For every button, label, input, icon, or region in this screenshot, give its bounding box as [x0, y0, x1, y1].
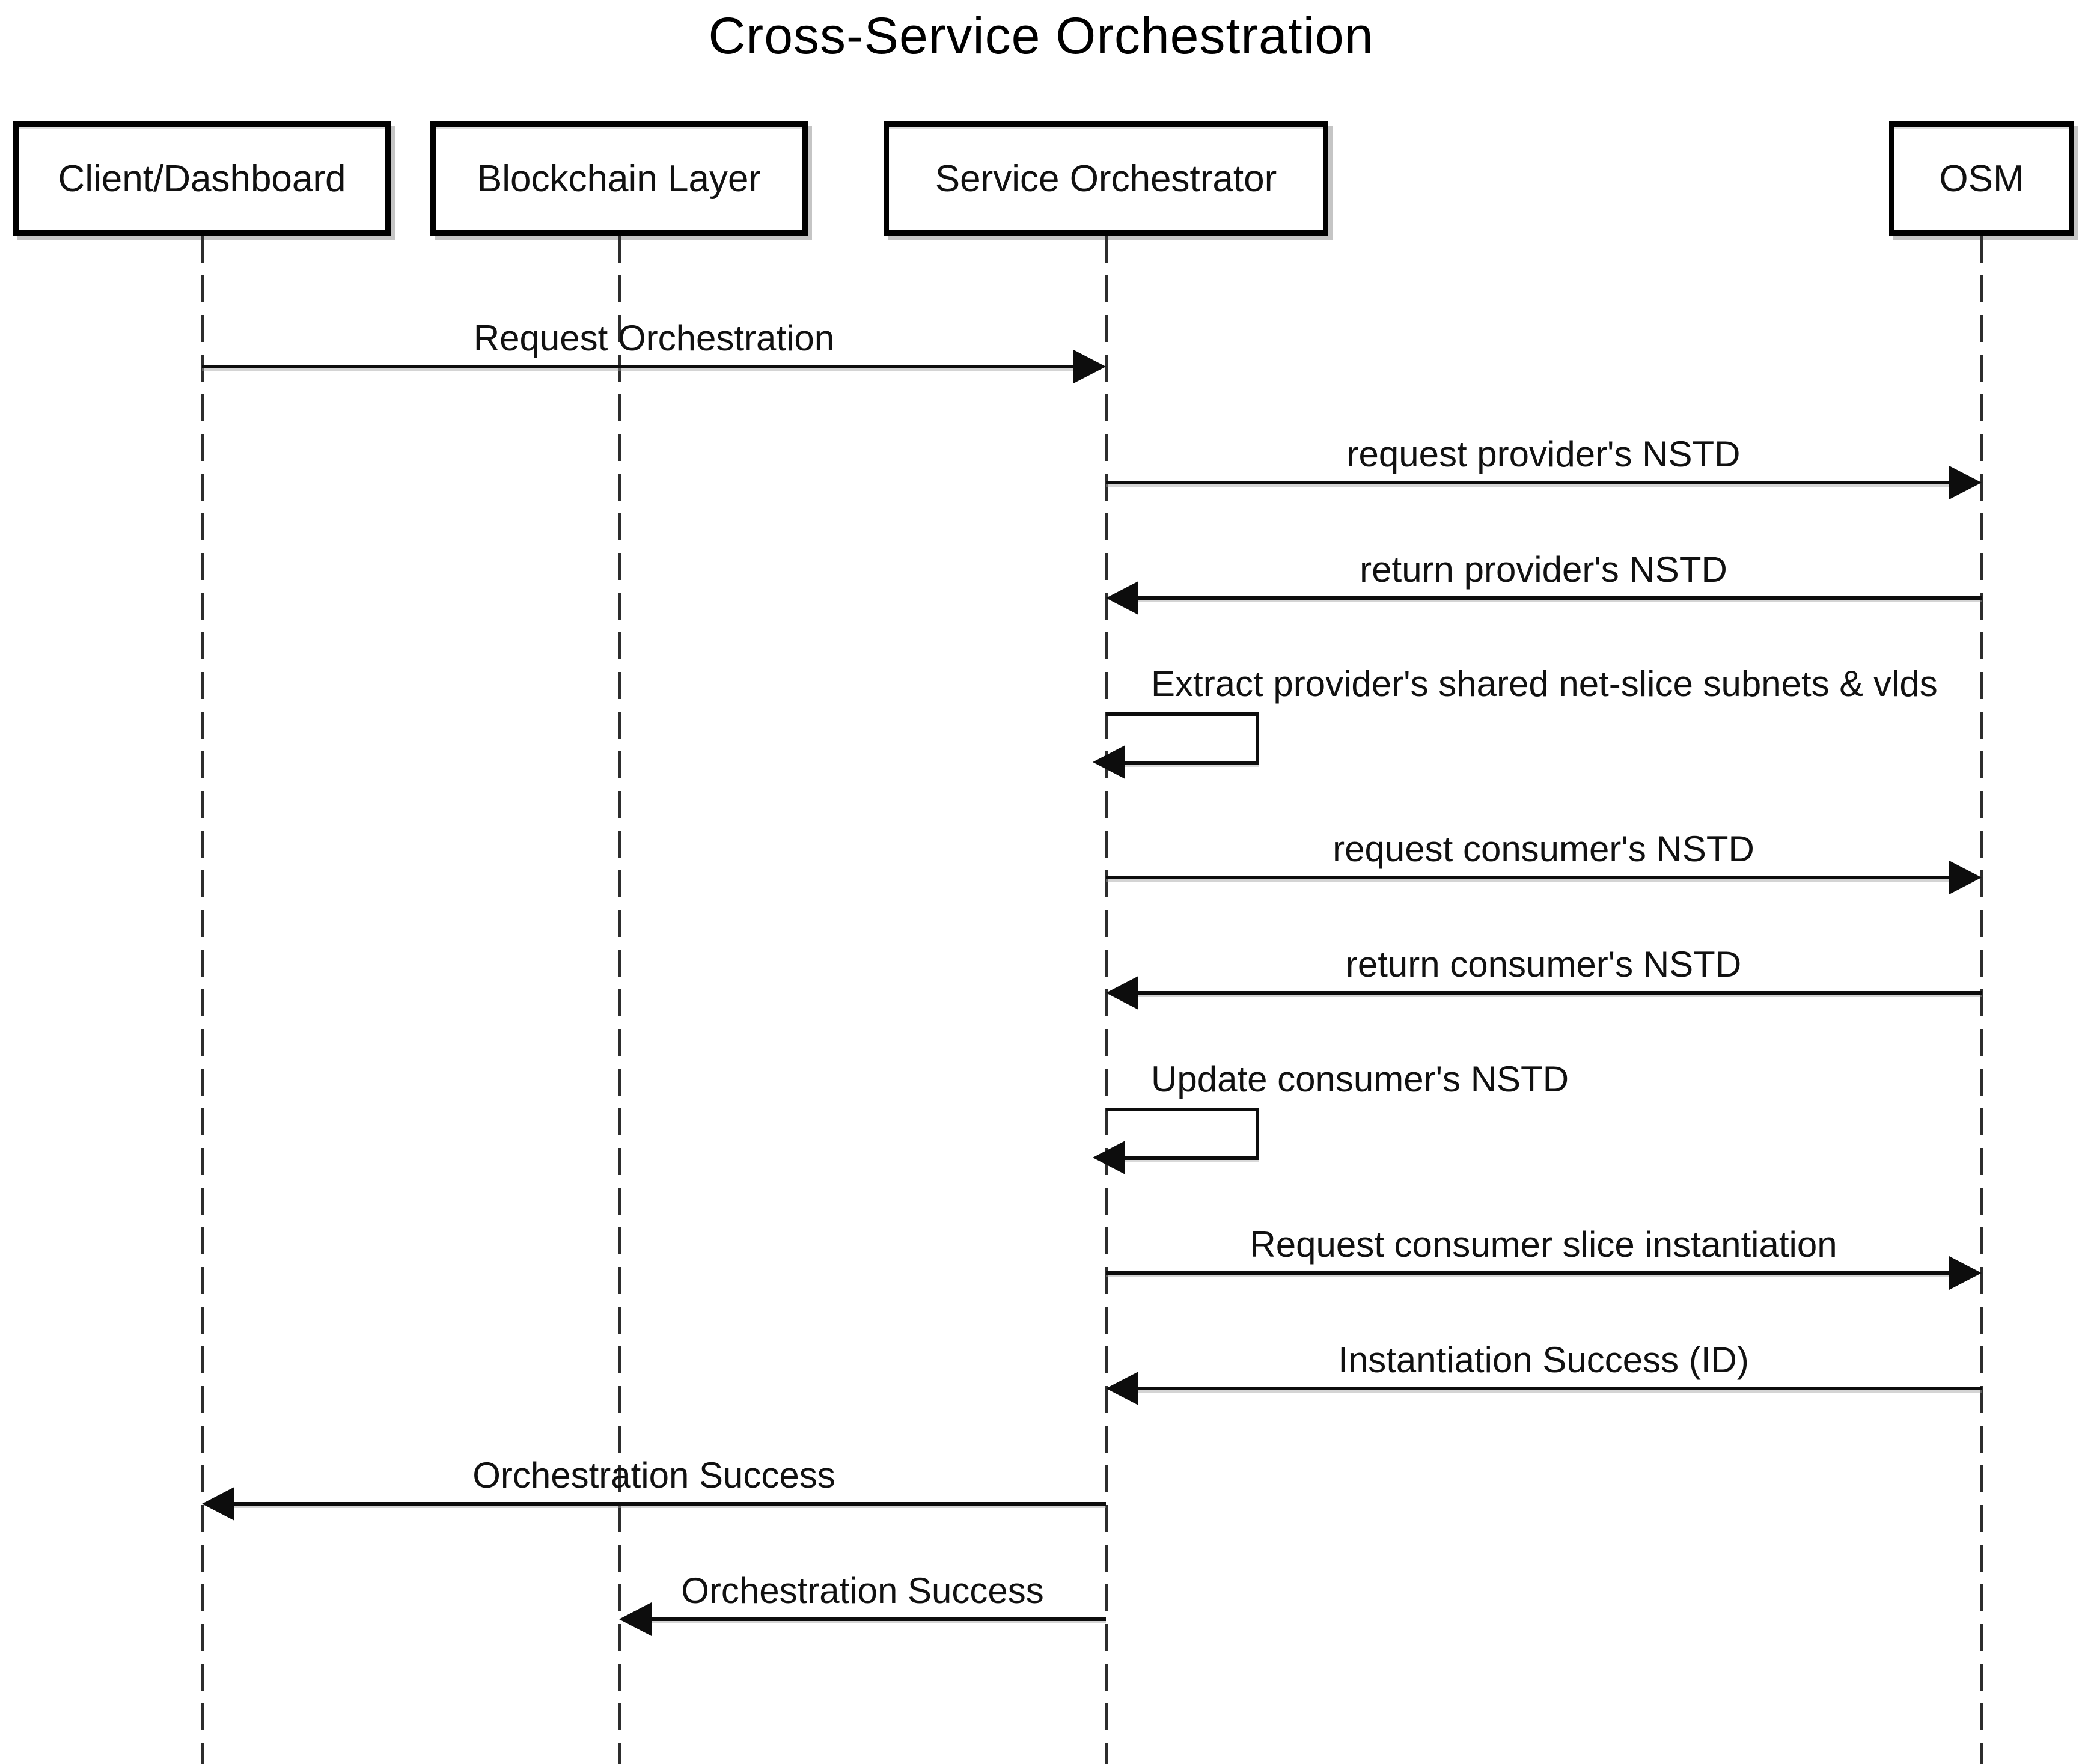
- participant-box-osm: OSM: [1889, 121, 2074, 236]
- arrowhead-left-icon: [619, 1602, 652, 1636]
- message-label: Extract provider's shared net-slice subn…: [1151, 664, 1938, 704]
- participant-box-blockchain-layer: Blockchain Layer: [430, 121, 808, 236]
- arrowhead-left-icon: [1093, 745, 1125, 779]
- arrowhead-left-icon: [202, 1487, 234, 1521]
- diagram-title: Cross-Service Orchestration: [708, 7, 1374, 65]
- arrowhead-left-icon: [1106, 581, 1138, 615]
- arrowhead-left-icon: [1106, 1372, 1138, 1405]
- message-line: [202, 365, 1075, 368]
- message-label: Orchestration Success: [472, 1455, 835, 1495]
- message-label: Orchestration Success: [681, 1570, 1044, 1611]
- message-line: [1137, 991, 1982, 995]
- arrowhead-left-icon: [1106, 976, 1138, 1010]
- message-label: return consumer's NSTD: [1345, 944, 1742, 984]
- message-line: [650, 1617, 1106, 1621]
- self-message-loop: [1106, 1108, 1259, 1160]
- message-line: [1106, 1271, 1949, 1275]
- lifeline-client-dashboard: [201, 236, 204, 1764]
- arrowhead-left-icon: [1093, 1141, 1125, 1174]
- participant-box-client-dashboard: Client/Dashboard: [13, 121, 391, 236]
- message-line: [1106, 876, 1949, 879]
- message-label: Request consumer slice instantiation: [1250, 1224, 1837, 1265]
- message-line: [1106, 481, 1949, 484]
- participant-label: Service Orchestrator: [935, 157, 1277, 200]
- message-label: return provider's NSTD: [1360, 549, 1727, 590]
- message-label: Request Orchestration: [473, 318, 835, 358]
- message-line: [1137, 1387, 1982, 1390]
- participant-box-service-orchestrator: Service Orchestrator: [884, 121, 1328, 236]
- arrowhead-right-icon: [1949, 861, 1982, 894]
- message-label: Update consumer's NSTD: [1151, 1059, 1569, 1099]
- message-line: [233, 1502, 1106, 1506]
- participant-label: Client/Dashboard: [58, 157, 346, 200]
- participant-label: OSM: [1939, 157, 2024, 200]
- message-label: Instantiation Success (ID): [1338, 1340, 1749, 1380]
- arrowhead-right-icon: [1949, 466, 1982, 499]
- arrowhead-right-icon: [1949, 1256, 1982, 1290]
- lifeline-blockchain-layer: [618, 236, 621, 1764]
- message-label: request provider's NSTD: [1346, 434, 1741, 474]
- self-message-loop: [1106, 712, 1259, 765]
- message-label: request consumer's NSTD: [1333, 829, 1754, 869]
- lifeline-osm: [1980, 236, 1983, 1764]
- arrowhead-right-icon: [1073, 350, 1106, 383]
- message-line: [1137, 596, 1982, 600]
- participant-label: Blockchain Layer: [477, 157, 762, 200]
